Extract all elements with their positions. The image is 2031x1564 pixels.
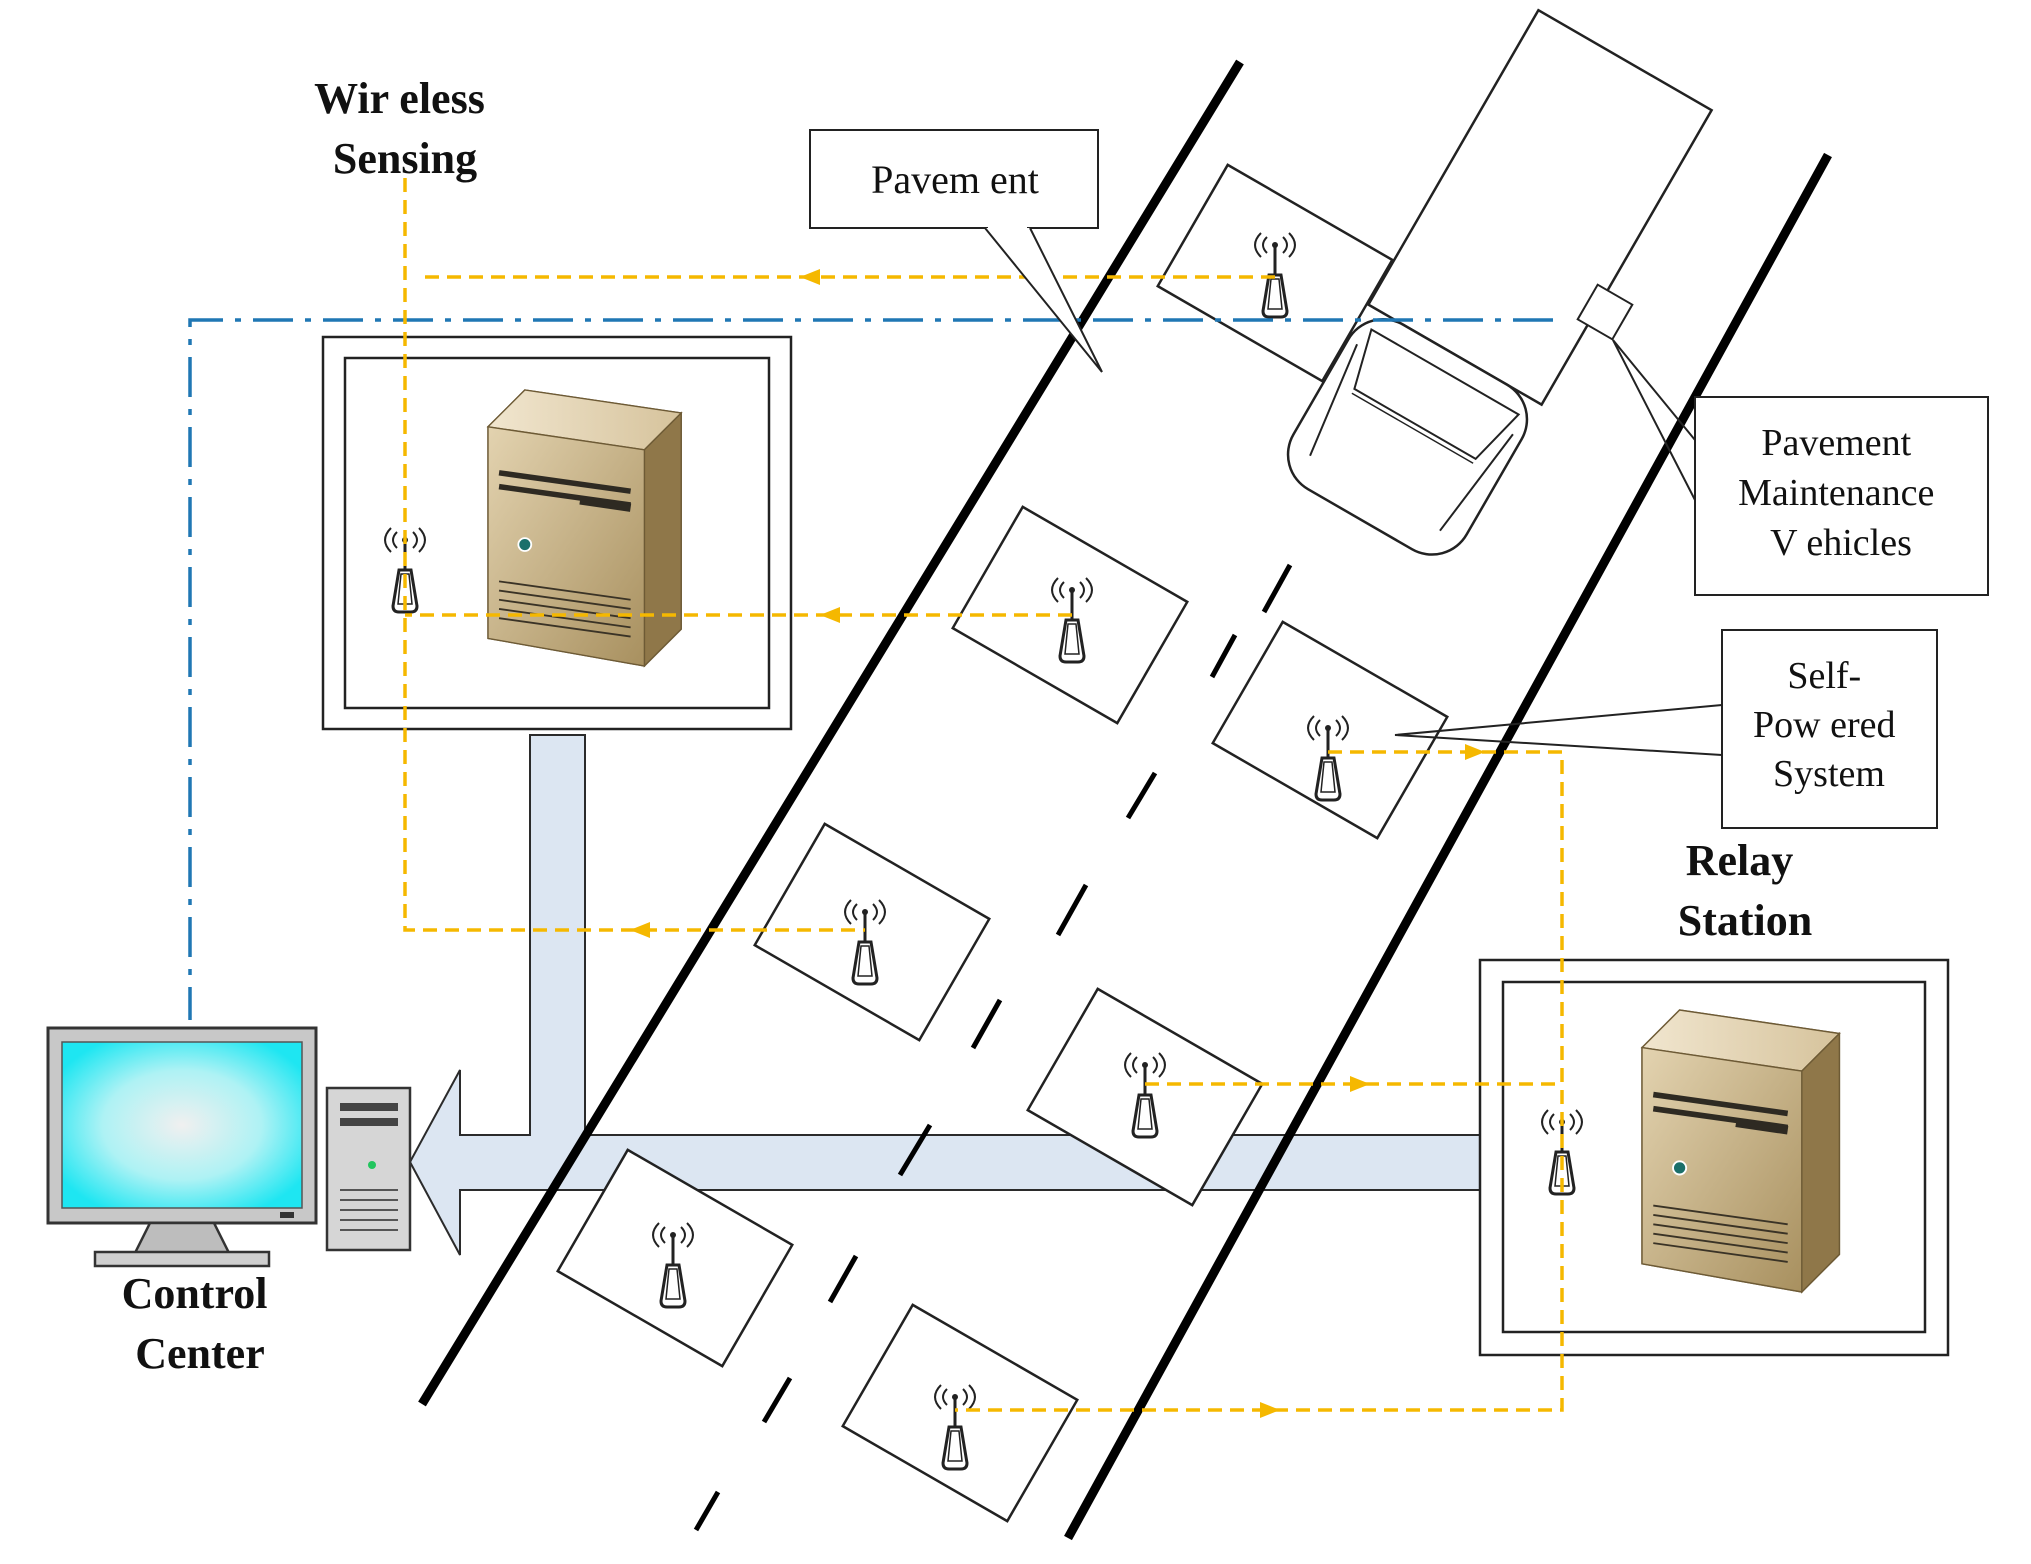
sensor-node-5 bbox=[1026, 987, 1264, 1207]
relay-station-label: Relay Station bbox=[1678, 836, 1812, 945]
vehicle-link-line bbox=[188, 318, 1553, 1020]
vehicle-icon bbox=[1286, 8, 1714, 556]
server-icon bbox=[1642, 1010, 1839, 1292]
maintenance-vehicles-label: Pavement Maintenance V ehicles bbox=[1738, 422, 1944, 564]
wireless-sensing-station bbox=[321, 335, 793, 731]
sensor-node-7 bbox=[841, 1303, 1079, 1523]
data-flow-arrow bbox=[408, 734, 1486, 1256]
maintenance-callout bbox=[1612, 339, 1989, 596]
self-powered-system-label: Self- Pow ered System bbox=[1753, 655, 1905, 795]
wireless-link-arrowheads bbox=[630, 269, 1485, 1418]
sensor-node-3 bbox=[1211, 620, 1449, 840]
road-right-edge bbox=[1064, 152, 1832, 1541]
road-left-edge bbox=[418, 59, 1244, 1407]
sensor-node-4 bbox=[753, 822, 991, 1042]
control-center-label: Control Center bbox=[122, 1269, 279, 1378]
pavement-label: Pavem ent bbox=[871, 157, 1039, 202]
monitor-icon bbox=[46, 1026, 318, 1268]
relay-station bbox=[1478, 958, 1950, 1357]
pc-tower-icon bbox=[325, 1086, 412, 1252]
pavement-callout bbox=[809, 129, 1103, 373]
wireless-sensing-label: Wir eless Sensing bbox=[314, 74, 496, 183]
sensor-node-6 bbox=[556, 1148, 794, 1368]
server-icon bbox=[488, 390, 681, 666]
vehicle-sensor-box bbox=[1576, 283, 1634, 341]
self-powered-callout bbox=[1394, 629, 1938, 829]
